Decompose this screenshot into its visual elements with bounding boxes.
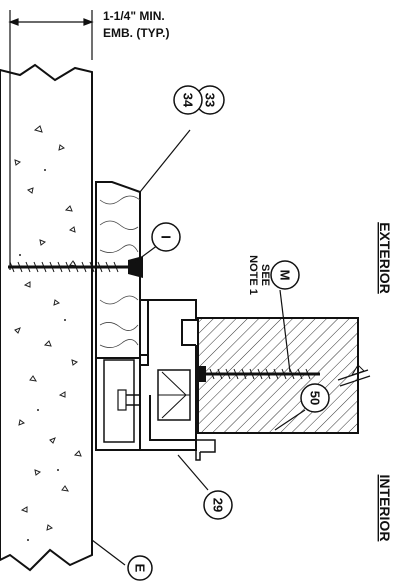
leader-33-34 bbox=[139, 129, 191, 193]
leader-m bbox=[279, 289, 291, 373]
callout-29: 29 bbox=[203, 490, 233, 520]
leader-i bbox=[134, 244, 159, 263]
leader-29 bbox=[177, 454, 209, 491]
exterior-label: EXTERIOR bbox=[377, 222, 393, 294]
callout-i: I bbox=[151, 222, 181, 252]
callout-33: 33 bbox=[195, 85, 225, 115]
aluminum-frame-29 bbox=[95, 299, 216, 461]
svg-text:E: E bbox=[133, 564, 148, 573]
leader-50 bbox=[274, 409, 306, 431]
anchor-screw-i bbox=[8, 256, 143, 278]
callout-34: 34 bbox=[173, 85, 203, 115]
svg-text:34: 34 bbox=[181, 93, 196, 108]
svg-text:29: 29 bbox=[211, 498, 226, 512]
dimension-line-2: EMB. (TYP.) bbox=[103, 26, 169, 40]
note-line-1: SEE bbox=[259, 264, 271, 286]
svg-text:M: M bbox=[278, 270, 293, 281]
svg-text:33: 33 bbox=[203, 93, 218, 107]
callout-50: 50 bbox=[300, 383, 330, 413]
callout-m: M bbox=[270, 260, 300, 290]
leader-lines bbox=[91, 129, 306, 566]
note-line-2: NOTE 1 bbox=[247, 255, 259, 295]
fastener-screw-m bbox=[196, 366, 320, 382]
concrete-substrate bbox=[0, 63, 93, 572]
leader-e bbox=[91, 539, 126, 566]
embedment-dimension bbox=[8, 10, 94, 270]
callout-e: E bbox=[127, 555, 153, 581]
svg-text:50: 50 bbox=[308, 391, 323, 405]
svg-text:I: I bbox=[159, 235, 174, 239]
interior-label: INTERIOR bbox=[377, 475, 393, 542]
dimension-line-1: 1-1/4" MIN. bbox=[103, 9, 165, 23]
